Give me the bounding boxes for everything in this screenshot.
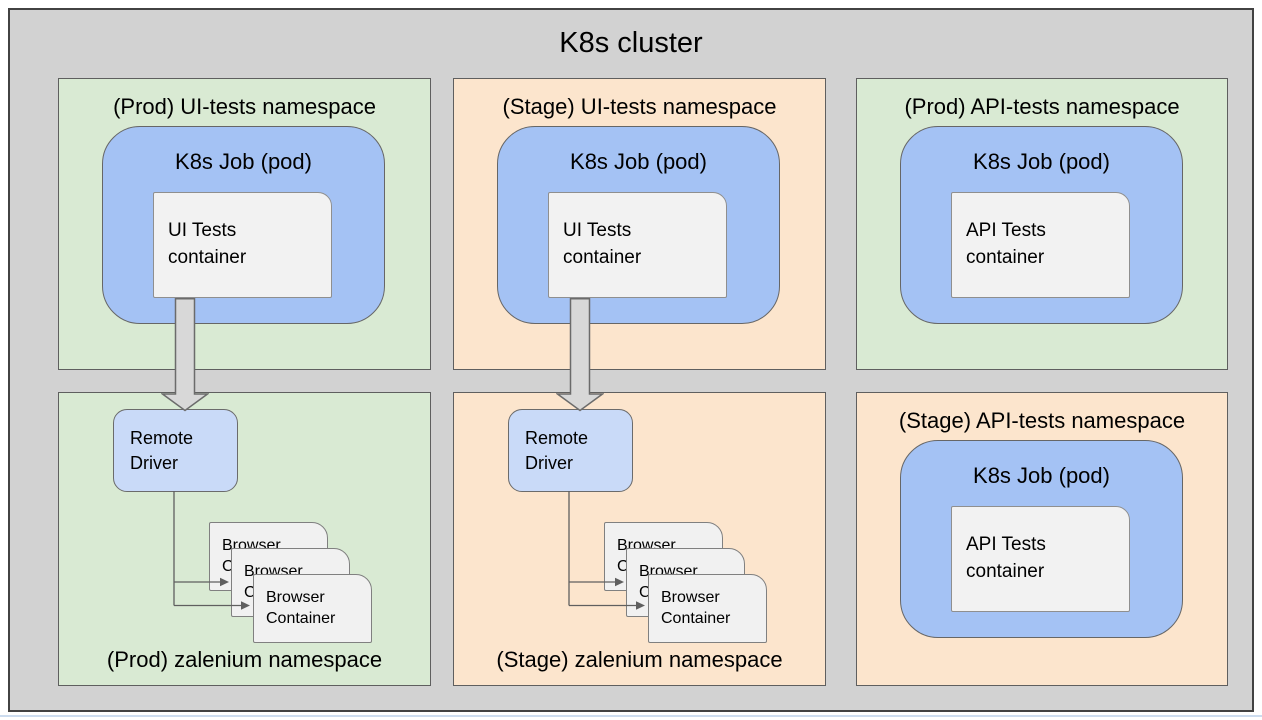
panel-title-prod-zalenium: (Prod) zalenium namespace [106, 646, 383, 672]
k8s-job-pod-label: K8s Job (pod) [973, 463, 1110, 488]
connector-arrows-stage-zalenium [568, 491, 645, 610]
k8s-job-pod-box: K8s Job (pod) API Tests container [900, 126, 1183, 324]
k8s-job-pod-box: K8s Job (pod) API Tests container [900, 440, 1183, 638]
ui-tests-container-label: UI Tests container [168, 220, 247, 268]
panel-stage-api-tests: (Stage) API-tests namespace K8s Job (pod… [856, 392, 1228, 686]
ui-tests-container-box: UI Tests container [153, 192, 332, 298]
browser-container-label: Browser Container [661, 588, 731, 627]
panel-prod-ui-tests: (Prod) UI-tests namespace K8s Job (pod) … [58, 78, 431, 370]
panel-title-prod-api-tests: (Prod) API-tests namespace [904, 94, 1180, 119]
api-tests-container-label: API Tests container [966, 220, 1046, 268]
k8s-job-pod-box: K8s Job (pod) UI Tests container [102, 126, 385, 324]
browser-container-label: Browser Container [266, 588, 336, 627]
panel-stage-ui-tests: (Stage) UI-tests namespace K8s Job (pod)… [453, 78, 826, 370]
panel-title-stage-api-tests: (Stage) API-tests namespace [898, 408, 1186, 433]
panel-prod-api-tests: (Prod) API-tests namespace K8s Job (pod)… [856, 78, 1228, 370]
remote-driver-box: Remote Driver [113, 409, 238, 492]
page-bottom-divider [0, 715, 1262, 717]
panel-prod-zalenium: Remote Driver Browser Container Browser … [58, 392, 431, 686]
browser-container-box-front: Browser Container [648, 574, 767, 643]
ui-tests-container-box: UI Tests container [548, 192, 727, 298]
k8s-cluster-box: K8s cluster (Prod) UI-tests namespace K8… [8, 8, 1254, 712]
panel-title-prod-ui-tests: (Prod) UI-tests namespace [113, 94, 376, 119]
down-arrow-stage-flow [556, 298, 604, 412]
browser-container-box-front: Browser Container [253, 574, 372, 643]
down-arrow-prod-flow [161, 298, 209, 412]
k8s-job-pod-box: K8s Job (pod) UI Tests container [497, 126, 780, 324]
remote-driver-label: Remote Driver [525, 428, 589, 473]
k8s-job-pod-label: K8s Job (pod) [973, 149, 1110, 174]
panel-title-stage-zalenium: (Stage) zalenium namespace [496, 646, 783, 672]
k8s-job-pod-label: K8s Job (pod) [570, 149, 707, 174]
api-tests-container-box: API Tests container [951, 192, 1130, 298]
remote-driver-label: Remote Driver [130, 428, 194, 473]
k8s-job-pod-label: K8s Job (pod) [175, 149, 312, 174]
api-tests-container-label: API Tests container [966, 534, 1046, 582]
panel-title-stage-ui-tests: (Stage) UI-tests namespace [502, 94, 777, 119]
remote-driver-box: Remote Driver [508, 409, 633, 492]
cluster-title: K8s cluster [559, 27, 703, 59]
connector-arrows-prod-zalenium [173, 491, 250, 610]
api-tests-container-box: API Tests container [951, 506, 1130, 612]
ui-tests-container-label: UI Tests container [563, 220, 642, 268]
panel-stage-zalenium: Remote Driver Browser Container Browser … [453, 392, 826, 686]
